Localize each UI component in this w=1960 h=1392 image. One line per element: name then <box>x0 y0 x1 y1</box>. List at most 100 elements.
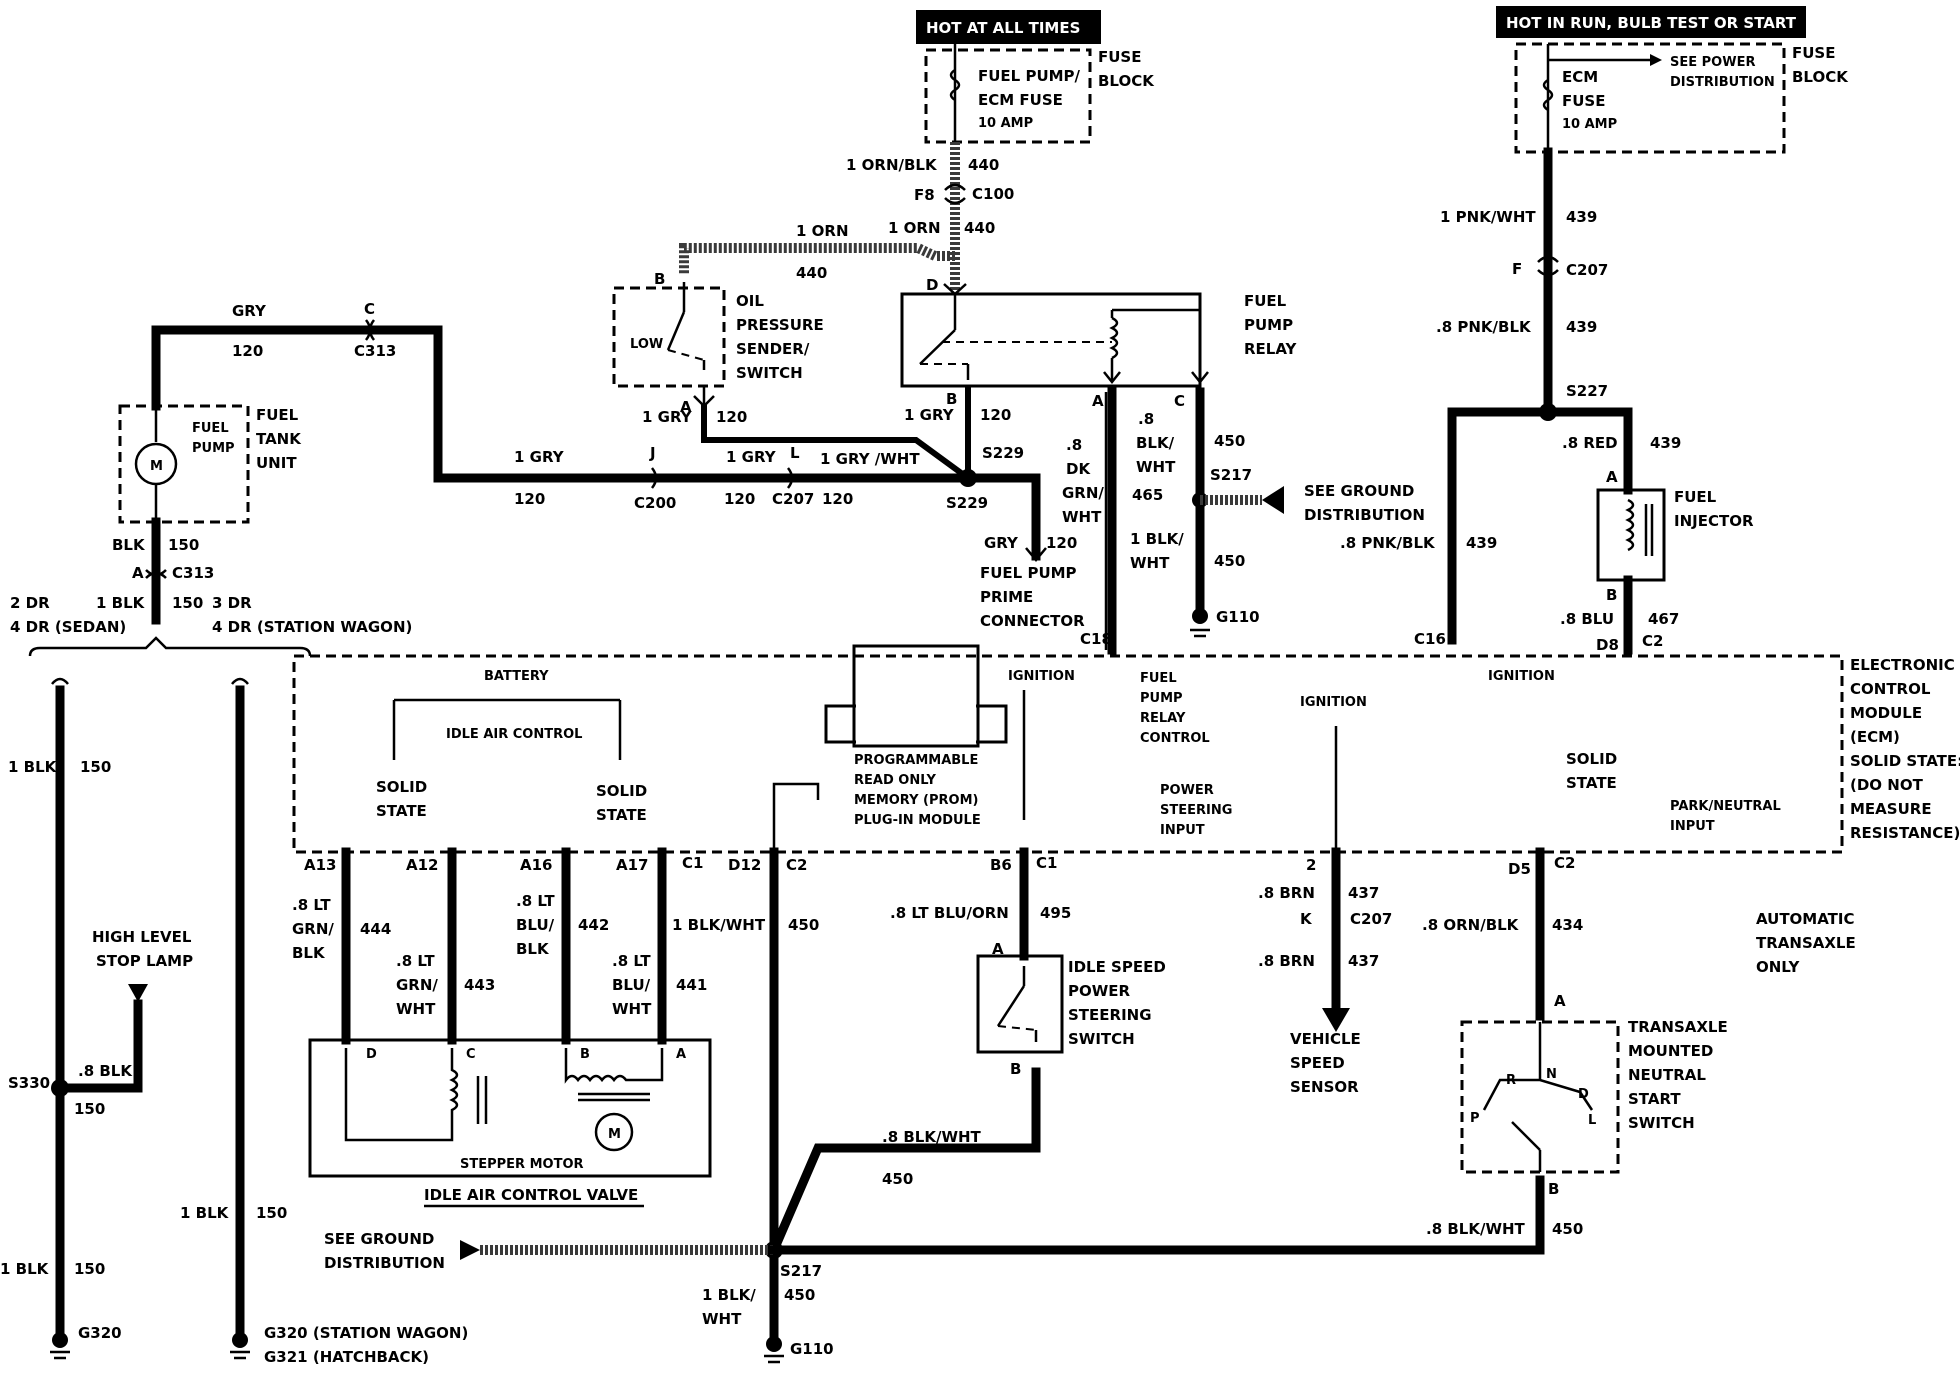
svg-text:C2: C2 <box>1554 854 1575 872</box>
svg-text:ECM FUSE: ECM FUSE <box>978 91 1063 109</box>
svg-text:450: 450 <box>882 1170 913 1188</box>
svg-text:439: 439 <box>1566 318 1597 336</box>
svg-text:GRN/: GRN/ <box>1062 484 1104 502</box>
svg-text:FUSE: FUSE <box>1792 44 1835 62</box>
svg-text:INPUT: INPUT <box>1670 819 1715 834</box>
svg-text:SOLID: SOLID <box>596 782 647 800</box>
svg-text:C207: C207 <box>772 490 814 508</box>
svg-text:GRY: GRY <box>232 302 267 320</box>
svg-text:MEASURE: MEASURE <box>1850 800 1932 818</box>
svg-text:SWITCH: SWITCH <box>1068 1030 1135 1048</box>
svg-text:120: 120 <box>822 490 853 508</box>
svg-text:IDLE AIR CONTROL VALVE: IDLE AIR CONTROL VALVE <box>424 1186 638 1204</box>
svg-text:.8 BLU: .8 BLU <box>1560 610 1614 628</box>
svg-text:150: 150 <box>74 1260 105 1278</box>
svg-text:444: 444 <box>360 920 391 938</box>
svg-text:.8 BRN: .8 BRN <box>1258 884 1315 902</box>
svg-text:437: 437 <box>1348 884 1379 902</box>
ecm-bottom-pins: A13 A12 A16 A17 C1 D12 C2 B6 C1 2 D5 C2 <box>304 854 1575 878</box>
svg-text:A16: A16 <box>520 856 552 874</box>
svg-text:A13: A13 <box>304 856 336 874</box>
svg-text:STATE: STATE <box>596 806 647 824</box>
svg-text:TANK: TANK <box>256 430 302 448</box>
svg-text:BLK: BLK <box>112 536 146 554</box>
svg-text:PARK/NEUTRAL: PARK/NEUTRAL <box>1670 799 1781 814</box>
svg-text:3 DR: 3 DR <box>212 594 252 612</box>
svg-text:1 GRY: 1 GRY <box>514 448 565 466</box>
svg-text:J: J <box>649 444 656 462</box>
svg-text:.8 LT: .8 LT <box>516 892 555 910</box>
svg-text:DISTRIBUTION: DISTRIBUTION <box>1670 75 1775 90</box>
svg-text:M: M <box>608 1127 621 1142</box>
svg-text:BATTERY: BATTERY <box>484 669 549 684</box>
svg-text:ONLY: ONLY <box>1756 958 1801 976</box>
svg-text:FUSE: FUSE <box>1562 92 1605 110</box>
svg-text:HOT IN RUN, BULB TEST OR START: HOT IN RUN, BULB TEST OR START <box>1506 14 1797 32</box>
svg-text:POWER: POWER <box>1068 982 1131 1000</box>
svg-text:PROGRAMMABLE: PROGRAMMABLE <box>854 753 978 768</box>
svg-text:.8: .8 <box>1138 410 1154 428</box>
idle-air-control-valve: .8 LT GRN/ BLK 444 .8 LT GRN/ WHT 443 .8… <box>292 847 712 1208</box>
svg-text:SWITCH: SWITCH <box>1628 1114 1695 1132</box>
svg-text:POWER: POWER <box>1160 783 1214 798</box>
svg-text:LOW: LOW <box>630 337 663 352</box>
svg-text:S229: S229 <box>946 494 988 512</box>
gry-120-circuit: GRY C 120 C313 1 GRY 120 J C200 1 GRY L … <box>151 300 1085 630</box>
svg-text:WHT: WHT <box>1136 458 1176 476</box>
hot-at-all-times-header: HOT AT ALL TIMES <box>916 10 1101 50</box>
svg-text:.8: .8 <box>1066 436 1082 454</box>
svg-text:150: 150 <box>80 758 111 776</box>
svg-text:.8 PNK/BLK: .8 PNK/BLK <box>1436 318 1532 336</box>
left-ground-circuit: BLK 150 A C313 1 BLK 150 2 DR 4 DR (SEDA… <box>0 517 468 1366</box>
svg-text:440: 440 <box>796 264 827 282</box>
svg-text:4 DR (SEDAN): 4 DR (SEDAN) <box>10 618 126 636</box>
svg-text:IDLE SPEED: IDLE SPEED <box>1068 958 1166 976</box>
svg-text:G110: G110 <box>790 1340 834 1358</box>
svg-text:STEERING: STEERING <box>1068 1006 1152 1024</box>
svg-text:NEUTRAL: NEUTRAL <box>1628 1066 1706 1084</box>
svg-text:MEMORY (PROM): MEMORY (PROM) <box>854 793 978 808</box>
svg-text:443: 443 <box>464 976 495 994</box>
svg-text:STATE: STATE <box>376 802 427 820</box>
svg-text:A: A <box>1092 392 1104 410</box>
relay-output-wires: .8 DK GRN/ WHT .8 BLK/ WHT 465 1 BLK/ WH… <box>1062 387 1425 655</box>
svg-text:GRY: GRY <box>984 534 1019 552</box>
svg-text:B: B <box>1010 1060 1021 1078</box>
svg-text:1 ORN: 1 ORN <box>796 222 849 240</box>
svg-text:C207: C207 <box>1566 261 1608 279</box>
svg-text:120: 120 <box>514 490 545 508</box>
fuse-block-2: FUSE BLOCK SEE POWER DISTRIBUTION ECM FU… <box>1514 42 1849 154</box>
oil-pressure-switch: OIL PRESSURE SENDER/ SWITCH LOW B A 1 GR… <box>612 270 824 426</box>
svg-text:A: A <box>132 564 144 582</box>
svg-text:VEHICLE: VEHICLE <box>1290 1030 1361 1048</box>
svg-text:M: M <box>150 459 163 474</box>
svg-text:.8 BLK: .8 BLK <box>78 1062 133 1080</box>
svg-text:A: A <box>1606 468 1618 486</box>
svg-text:450: 450 <box>1552 1220 1583 1238</box>
svg-text:B6: B6 <box>990 856 1012 874</box>
svg-text:SOLID STATE:: SOLID STATE: <box>1850 752 1960 770</box>
svg-text:A: A <box>1554 992 1566 1010</box>
svg-text:PRIME: PRIME <box>980 588 1033 606</box>
svg-text:WHT: WHT <box>702 1310 742 1328</box>
svg-text:D: D <box>366 1047 377 1062</box>
svg-text:ELECTRONIC: ELECTRONIC <box>1850 656 1955 674</box>
svg-text:A: A <box>992 940 1004 958</box>
svg-text:INJECTOR: INJECTOR <box>1674 512 1754 530</box>
svg-text:SEE GROUND: SEE GROUND <box>1304 482 1414 500</box>
svg-text:IDLE AIR CONTROL: IDLE AIR CONTROL <box>446 727 582 742</box>
fuse-block-1: FUSE BLOCK FUEL PUMP/ ECM FUSE 10 AMP <box>924 48 1155 144</box>
svg-text:150: 150 <box>256 1204 287 1222</box>
svg-text:IGNITION: IGNITION <box>1300 695 1367 710</box>
svg-text:CONNECTOR: CONNECTOR <box>980 612 1085 630</box>
svg-text:G321 (HATCHBACK): G321 (HATCHBACK) <box>264 1348 429 1366</box>
svg-text:S330: S330 <box>8 1074 50 1092</box>
svg-text:1 BLK/: 1 BLK/ <box>702 1286 756 1304</box>
idle-speed-power-steering-switch: .8 LT BLU/ORN 495 A B IDLE SPEED POWER S… <box>890 847 1166 1078</box>
svg-text:DISTRIBUTION: DISTRIBUTION <box>324 1254 445 1272</box>
svg-text:G110: G110 <box>1216 608 1260 626</box>
svg-text:SWITCH: SWITCH <box>736 364 803 382</box>
svg-text:120: 120 <box>232 342 263 360</box>
svg-text:FUEL: FUEL <box>1674 488 1717 506</box>
